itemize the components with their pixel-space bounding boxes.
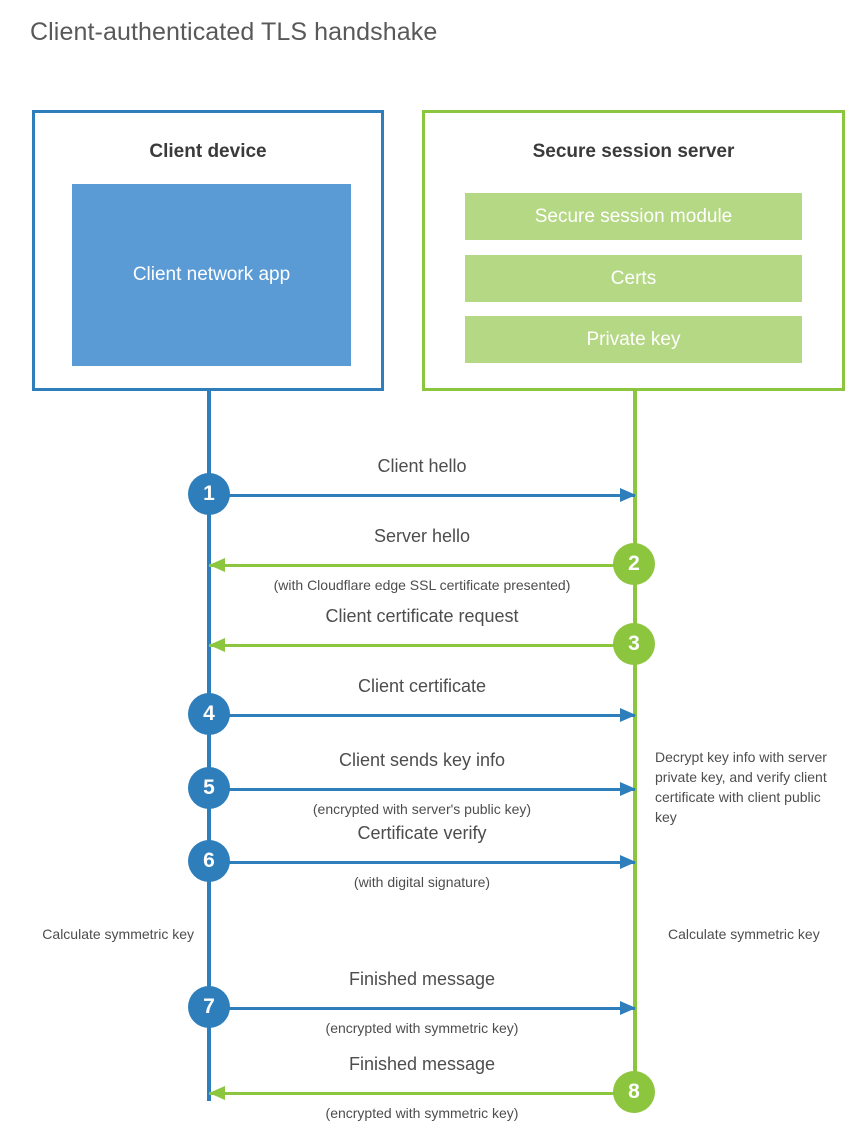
- step-5-badge: 5: [188, 767, 230, 809]
- step-7-arrow-head-icon: [620, 1001, 636, 1015]
- step-1-arrow-line: [209, 494, 635, 497]
- server-lifeline: [633, 391, 637, 1092]
- step-7-label: Finished message: [348, 969, 496, 989]
- step-3-label: Client certificate request: [325, 606, 519, 626]
- step-8-sublabel: (encrypted with symmetric key): [325, 1105, 519, 1121]
- step-5-label: Client sends key info: [338, 750, 506, 770]
- step-6-label: Certificate verify: [357, 823, 487, 843]
- step-6-sublabel: (with digital signature): [353, 874, 491, 890]
- step-4-badge: 4: [188, 693, 230, 735]
- secure-session-server-title: Secure session server: [532, 141, 735, 162]
- step-2-sublabel: (with Cloudflare edge SSL certificate pr…: [273, 577, 571, 593]
- step-8-label: Finished message: [348, 1054, 496, 1074]
- step-4-arrow-head-icon: [620, 708, 636, 722]
- client-lifeline: [207, 391, 211, 1101]
- server-component-certs: Certs: [465, 255, 802, 302]
- step-6-arrow-line: [209, 861, 635, 864]
- step-5-arrow-head-icon: [620, 782, 636, 796]
- step-2-label: Server hello: [373, 526, 471, 546]
- step-2-arrow-head-icon: [209, 558, 225, 572]
- step-8-arrow-head-icon: [209, 1086, 225, 1100]
- step-6-arrow-head-icon: [620, 855, 636, 869]
- step-4-arrow-line: [209, 714, 635, 717]
- step-3-badge: 3: [613, 623, 655, 665]
- step-1-badge: 1: [188, 473, 230, 515]
- page-title: Client-authenticated TLS handshake: [30, 18, 438, 46]
- client-calculate-symmetric-key-note: Calculate symmetric key: [42, 926, 194, 942]
- server-calculate-symmetric-key-note: Calculate symmetric key: [668, 926, 820, 942]
- step-3-arrow-line: [209, 644, 635, 647]
- client-network-app-block: Client network app: [72, 184, 351, 366]
- server-decrypt-note: Decrypt key info with server private key…: [655, 749, 827, 825]
- step-8-arrow-line: [209, 1092, 635, 1095]
- step-7-arrow-line: [209, 1007, 635, 1010]
- step-1-label: Client hello: [377, 456, 467, 476]
- step-5-arrow-line: [209, 788, 635, 791]
- client-device-box: Client device Client network app: [32, 110, 384, 391]
- step-7-sublabel: (encrypted with symmetric key): [325, 1020, 519, 1036]
- step-2-badge: 2: [613, 543, 655, 585]
- client-device-title: Client device: [149, 141, 267, 162]
- secure-session-server-box: Secure session server Secure session mod…: [422, 110, 845, 391]
- step-6-badge: 6: [188, 840, 230, 882]
- step-4-label: Client certificate: [357, 676, 487, 696]
- step-1-arrow-head-icon: [620, 488, 636, 502]
- server-component-secure-session-module: Secure session module: [465, 193, 802, 240]
- server-component-private-key: Private key: [465, 316, 802, 363]
- step-2-arrow-line: [209, 564, 635, 567]
- step-7-badge: 7: [188, 986, 230, 1028]
- step-8-badge: 8: [613, 1071, 655, 1113]
- step-3-arrow-head-icon: [209, 638, 225, 652]
- step-5-sublabel: (encrypted with server's public key): [312, 801, 532, 817]
